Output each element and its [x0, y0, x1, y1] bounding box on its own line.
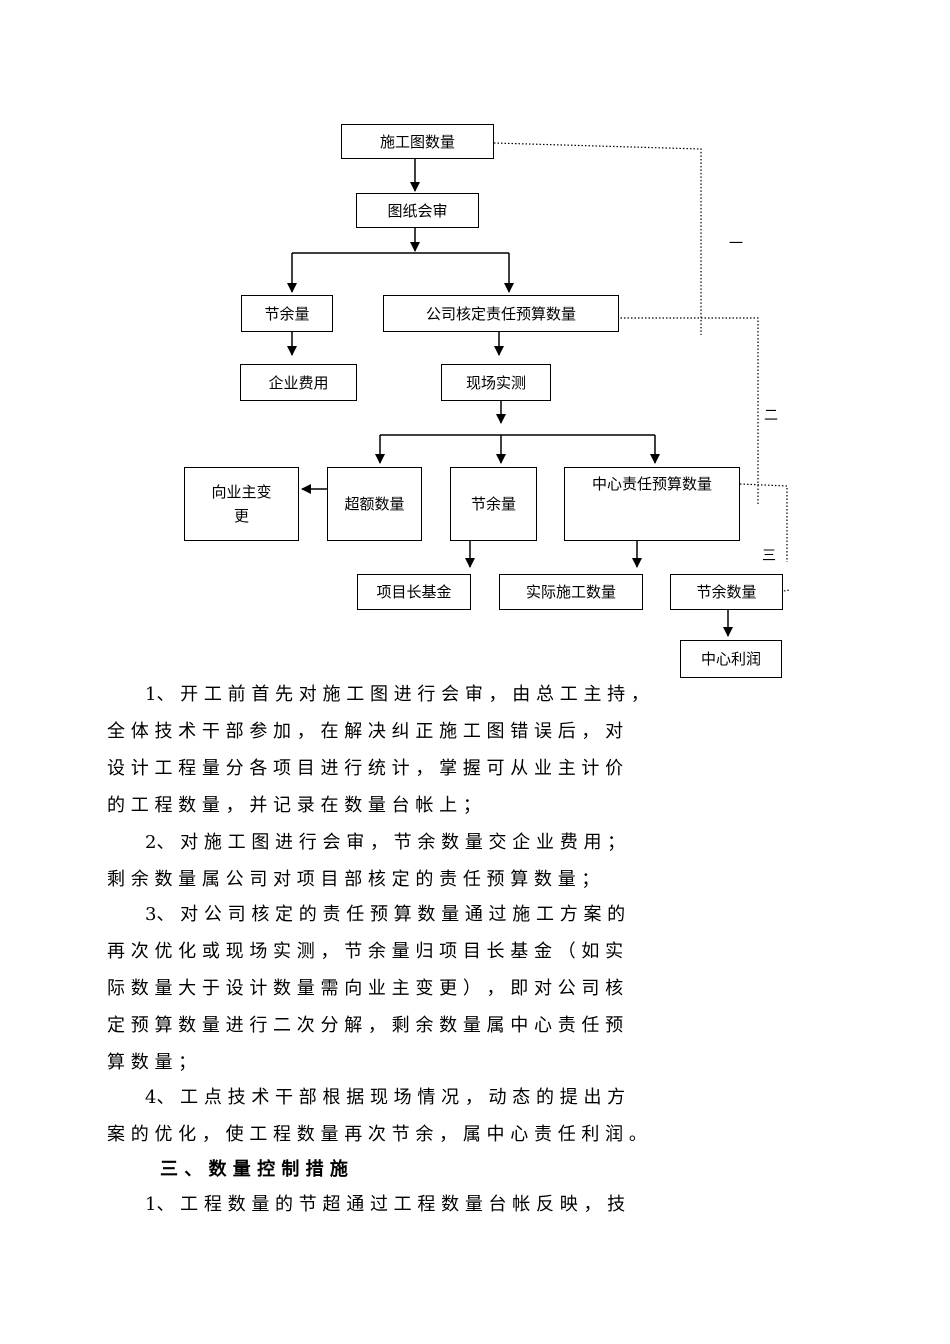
- box-savings-qty: 节余数量: [670, 574, 783, 610]
- box-actual-qty: 实际施工数量: [499, 574, 643, 610]
- box-site-survey: 现场实测: [441, 364, 551, 401]
- box-savings-1: 节余量: [241, 295, 333, 332]
- box-company-budget: 公司核定责任预算数量: [383, 295, 619, 332]
- box-drawing-qty: 施工图数量: [341, 124, 494, 159]
- owner-change-line2: 更: [233, 507, 249, 525]
- body-line-2: 全 体 技 术 干 部 参 加 ， 在 解 决 纠 正 施 工 图 错 误 后 …: [107, 721, 624, 742]
- owner-change-line1: 向业主变: [211, 483, 272, 501]
- box-enterprise-cost: 企业费用: [240, 364, 357, 401]
- body-line-1: 1、 开 工 前 首 先 对 施 工 图 进 行 会 审 ， 由 总 工 主 持…: [145, 684, 649, 705]
- label-two: 二: [764, 408, 778, 424]
- body-line-7: 3、 对 公 司 核 定 的 责 任 预 算 数 量 通 过 施 工 方 案 的: [145, 904, 626, 925]
- body-line-15: 1、 工 程 数 量 的 节 超 通 过 工 程 数 量 台 帐 反 映 ， 技: [145, 1194, 626, 1215]
- box-savings-2: 节余量: [450, 467, 537, 541]
- flowchart-connectors: [287, 142, 791, 637]
- label-one: 一: [729, 236, 743, 252]
- body-line-3: 设 计 工 程 量 分 各 项 目 进 行 统 计 ， 掌 握 可 从 业 主 …: [107, 758, 624, 779]
- section-heading: 三 、 数 量 控 制 措 施: [160, 1159, 348, 1180]
- body-line-6: 剩 余 数 量 属 公 司 对 项 目 部 核 定 的 责 任 预 算 数 量 …: [107, 869, 600, 890]
- body-line-4: 的 工 程 数 量 ， 并 记 录 在 数 量 台 帐 上 ；: [107, 795, 481, 816]
- label-three: 三: [762, 548, 776, 564]
- body-line-13: 案 的 优 化 ， 使 工 程 数 量 再 次 节 余 ， 属 中 心 责 任 …: [107, 1124, 647, 1145]
- body-line-10: 定 预 算 数 量 进 行 二 次 分 解 ， 剩 余 数 量 属 中 心 责 …: [107, 1015, 624, 1036]
- box-center-budget: 中心责任预算数量: [564, 467, 740, 541]
- box-drawing-review: 图纸会审: [356, 193, 479, 228]
- box-pm-fund: 项目长基金: [357, 574, 471, 610]
- box-owner-change: 向业主变 更: [184, 467, 299, 541]
- box-center-profit: 中心利润: [680, 640, 782, 678]
- dotted-bracket-two: [610, 317, 759, 505]
- body-line-8: 再 次 优 化 或 现 场 实 测 ， 节 余 量 归 项 目 长 基 金 （ …: [107, 941, 624, 962]
- body-line-11: 算 数 量 ；: [107, 1052, 197, 1073]
- body-line-5: 2、 对 施 工 图 进 行 会 审 ， 节 余 数 量 交 企 业 费 用 ；: [145, 832, 626, 853]
- body-line-12: 4、 工 点 技 术 干 部 根 据 现 场 情 况 ， 动 态 的 提 出 方: [145, 1087, 626, 1108]
- box-excess-qty: 超额数量: [327, 467, 422, 541]
- body-line-9: 际 数 量 大 于 设 计 数 量 需 向 业 主 变 更 ） ， 即 对 公 …: [107, 978, 624, 999]
- dotted-bracket-one: [493, 142, 702, 335]
